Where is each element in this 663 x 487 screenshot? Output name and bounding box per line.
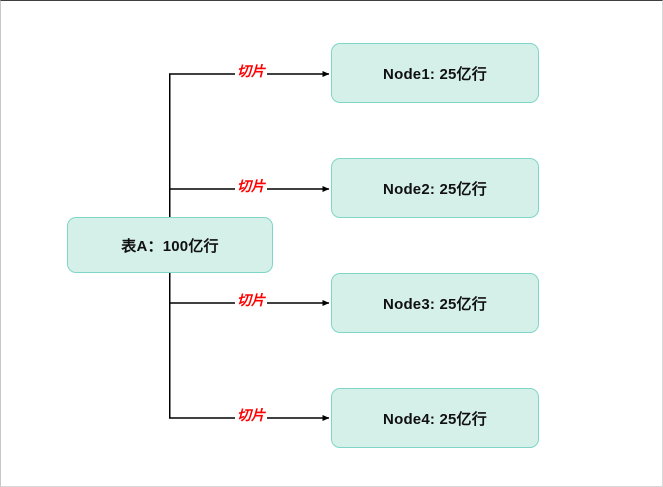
target-node-3-label: Node3: 25亿行 xyxy=(383,295,487,313)
target-node-1[interactable]: Node1: 25亿行 xyxy=(331,43,539,103)
target-node-2[interactable]: Node2: 25亿行 xyxy=(331,158,539,218)
target-node-2-label: Node2: 25亿行 xyxy=(383,180,487,198)
edge-label-1: 切片 xyxy=(235,63,267,79)
edge-label-2: 切片 xyxy=(235,178,267,194)
source-table-node[interactable]: 表A：100亿行 xyxy=(67,217,273,273)
source-table-label: 表A：100亿行 xyxy=(121,237,219,255)
target-node-4-label: Node4: 25亿行 xyxy=(383,410,487,428)
target-node-1-label: Node1: 25亿行 xyxy=(383,65,487,83)
target-node-3[interactable]: Node3: 25亿行 xyxy=(331,273,539,333)
edge-label-3: 切片 xyxy=(235,292,267,308)
edge-label-4: 切片 xyxy=(235,407,267,423)
target-node-4[interactable]: Node4: 25亿行 xyxy=(331,388,539,448)
